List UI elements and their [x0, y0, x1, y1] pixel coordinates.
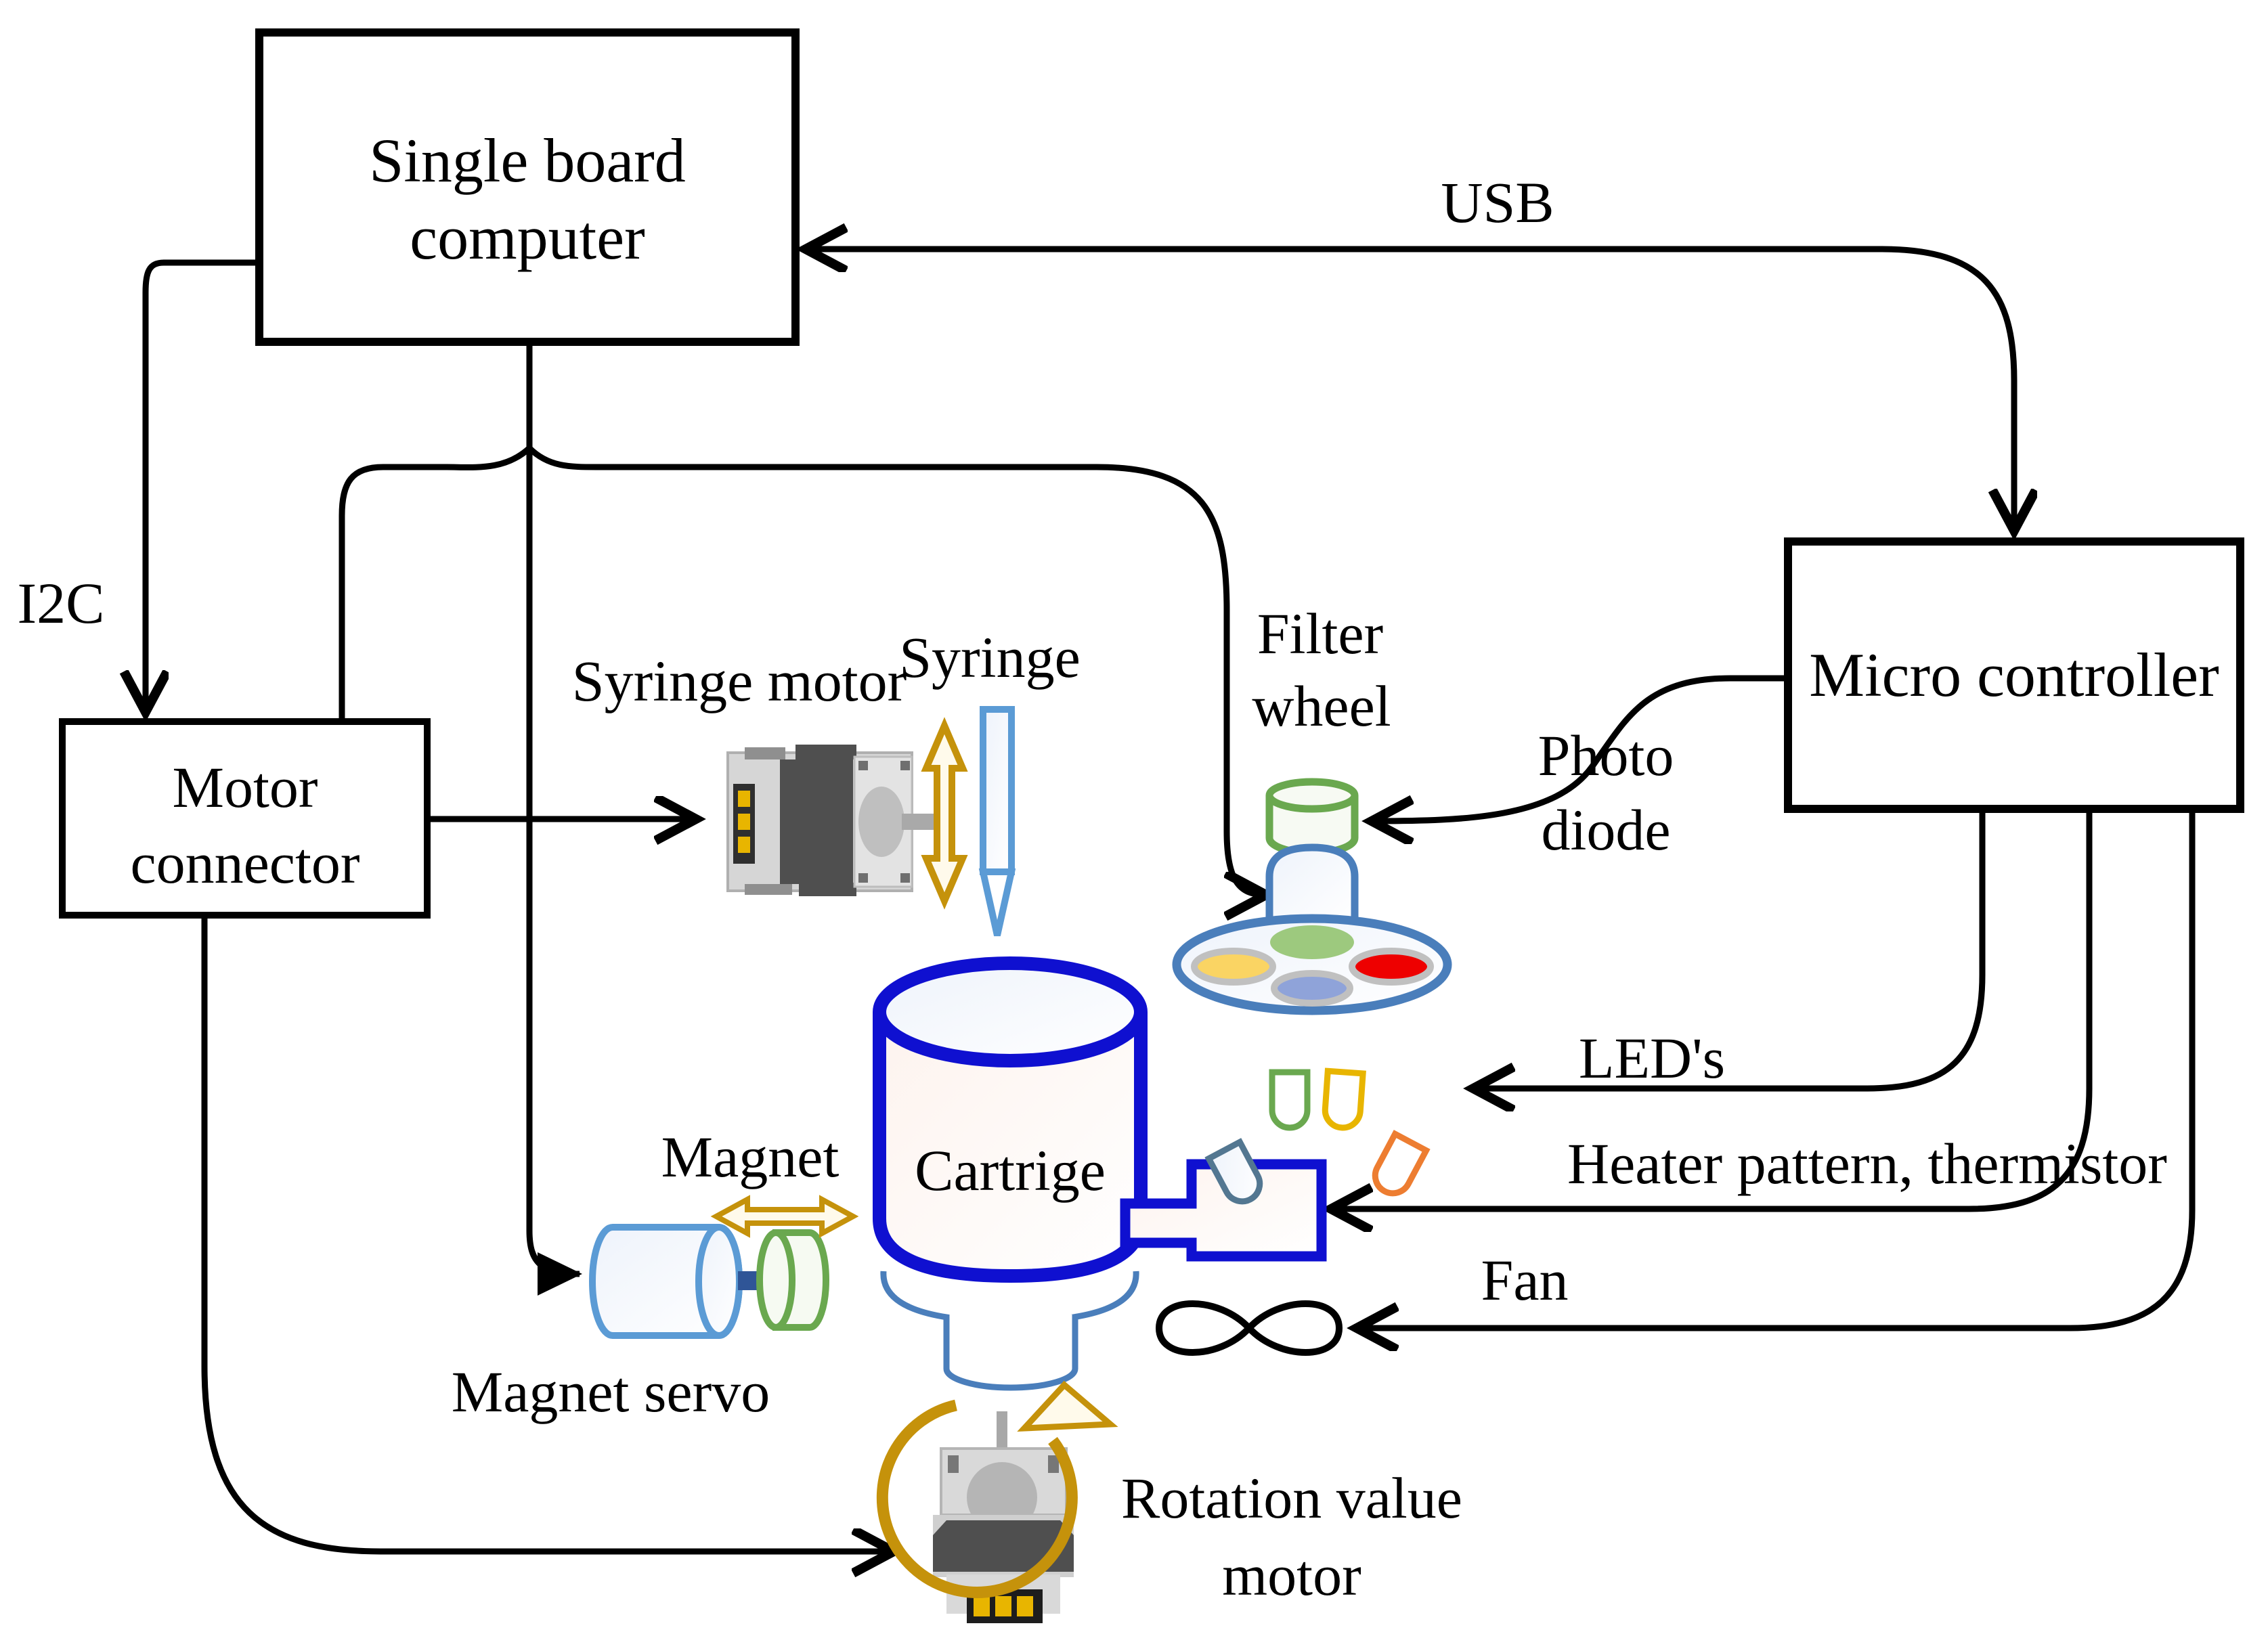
sbc-branch-to-filter-wheel-line — [527, 445, 1265, 895]
filter-red — [1349, 948, 1434, 986]
filter-wheel-label-line1: Filter — [1257, 601, 1383, 666]
led-tube-slate — [1204, 1138, 1263, 1205]
rotation-arrow — [876, 1380, 1118, 1598]
fan-line — [1358, 811, 2196, 1328]
motor-connector-to-rotation-motor-line — [201, 917, 892, 1551]
motor-core — [780, 759, 853, 884]
rotation-motor-screw — [1048, 1455, 1059, 1473]
usb-line — [807, 249, 2014, 529]
rotation-motor-label-line1: Rotation value — [1121, 1465, 1462, 1530]
cartridge-label: Cartrige — [915, 1138, 1106, 1203]
rotation-motor-screw — [948, 1455, 959, 1473]
fan-label: Fan — [1481, 1248, 1569, 1313]
motor-connector-label-line2: connector — [130, 831, 359, 896]
photo-diode-cylinder-top — [1265, 778, 1359, 813]
single-board-computer-box: Single board computer — [255, 28, 800, 346]
motor-screw — [858, 761, 868, 770]
motor-connector-label-line1: Motor — [173, 755, 318, 820]
usb-label: USB — [1441, 170, 1554, 235]
filter-yellow — [1191, 948, 1276, 986]
motor-tab — [795, 745, 856, 759]
filter-green — [1270, 925, 1354, 959]
magnet-motion-arrow — [710, 1195, 859, 1238]
led-tube-green — [1269, 1069, 1311, 1131]
leds-label: LED's — [1579, 1025, 1725, 1090]
motor-screw — [858, 873, 868, 883]
micro-controller-box: Micro controller — [1784, 537, 2244, 813]
sbc-label-line2: computer — [410, 203, 645, 272]
syringe-motion-arrow — [921, 717, 968, 910]
leds-line — [1475, 811, 1986, 1088]
heater-block — [1120, 1159, 1327, 1262]
rotation-motor-pin — [1017, 1596, 1033, 1616]
i2c-label: I2C — [18, 571, 105, 636]
motor-tab — [745, 747, 785, 759]
led-tube-yellow — [1322, 1067, 1366, 1131]
filter-wheel — [1172, 778, 1452, 1015]
micro-controller-label: Micro controller — [1809, 640, 2219, 709]
sbc-to-magnet-servo-line — [526, 344, 582, 1296]
motor-connector-box: Motor connector — [59, 718, 431, 919]
magnet-servo-label: Magnet servo — [452, 1359, 770, 1424]
wheel-hub — [1265, 843, 1359, 922]
motor-tab — [799, 883, 856, 896]
fan-icon — [1155, 1300, 1343, 1356]
led-tubes — [1204, 1067, 1431, 1205]
magnet-label: Magnet — [661, 1124, 839, 1189]
rotation-motor-pin — [974, 1596, 990, 1616]
photo-diode-line — [1373, 675, 1786, 821]
wheel-disc — [1172, 914, 1452, 1015]
motor-screw — [900, 873, 910, 883]
motor-hub — [858, 787, 904, 857]
syringe-motor-image — [726, 745, 953, 896]
filter-blue — [1271, 970, 1353, 1007]
motor-tab — [745, 884, 792, 895]
filter-wheel-label-line2: wheel — [1252, 674, 1391, 738]
rotation-motor-pin — [995, 1596, 1011, 1616]
heater-label: Heater pattern, thermistor — [1567, 1131, 2167, 1196]
i2c-line — [146, 259, 259, 711]
syringe-image — [978, 706, 1016, 937]
photo-diode-label-line1: Photo — [1538, 723, 1674, 788]
magnet-face — [756, 1229, 795, 1331]
sbc-branch-to-motor-connector-line — [339, 445, 532, 719]
motor-pin — [738, 814, 750, 830]
syringe-motor-label: Syringe motor — [572, 648, 907, 713]
motor-pin — [738, 837, 750, 853]
sbc-label-line1: Single board — [369, 126, 686, 195]
rotation-motor-label-line2: motor — [1222, 1543, 1361, 1608]
rotation-motor-core — [933, 1520, 1074, 1572]
syringe-label: Syringe — [899, 625, 1081, 690]
cartridge-top — [873, 956, 1148, 1067]
cartridge: Cartrige — [873, 956, 1148, 1283]
magnet-servo — [589, 1224, 829, 1339]
motor-screw — [900, 761, 910, 770]
photo-diode-label-line2: diode — [1541, 797, 1670, 862]
cartridge-stand — [880, 1271, 1139, 1391]
servo-face — [695, 1224, 743, 1339]
motor-pin — [738, 791, 750, 807]
led-tube-orange — [1372, 1130, 1431, 1197]
heater-line — [1332, 811, 2093, 1209]
rotation-motor-image — [933, 1411, 1074, 1623]
